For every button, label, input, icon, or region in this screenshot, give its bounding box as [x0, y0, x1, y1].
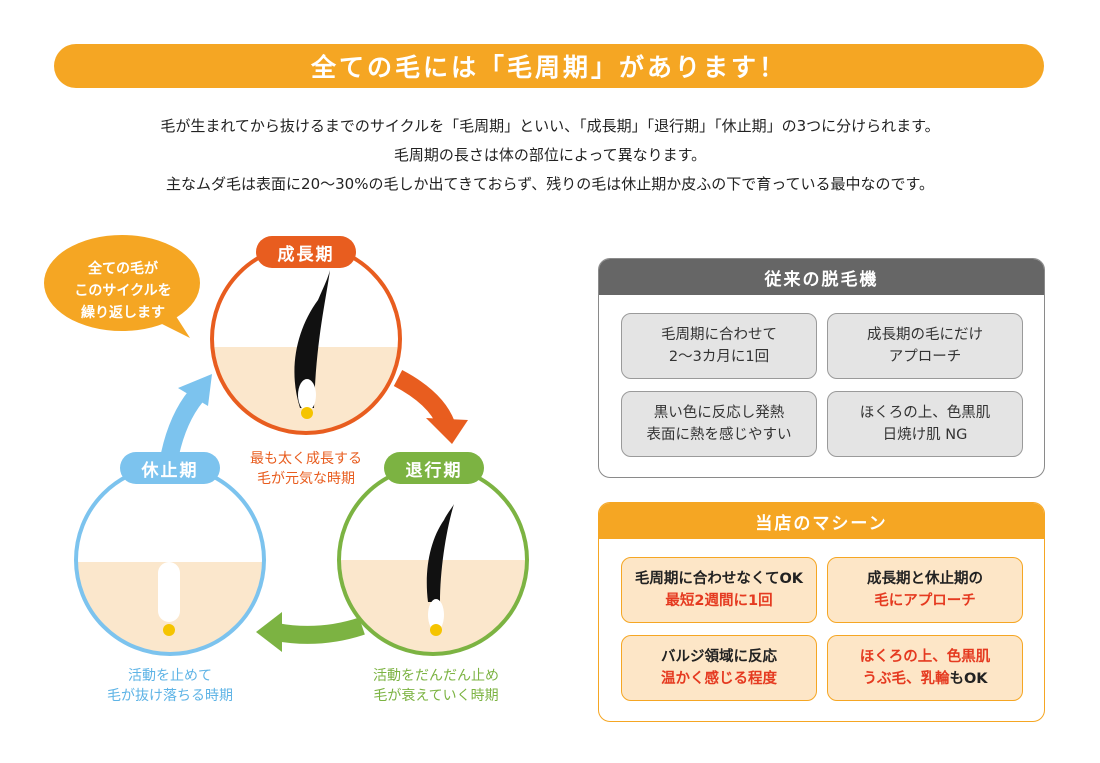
bubble-line: 繰り返します: [81, 305, 165, 321]
conventional-title: 従来の脱毛機: [599, 259, 1044, 295]
conventional-panel: 従来の脱毛機 毛周期に合わせて 2～3カ月に1回 成長期の毛にだけ アプローチ …: [598, 258, 1045, 478]
hair-icon: [426, 504, 454, 602]
bubble-line: 全ての毛が: [88, 261, 158, 277]
growth-caption: 最も太く成長する 毛が元気な時期: [232, 449, 380, 489]
cell-line: 成長期と休止期の: [867, 571, 983, 587]
regression-label: 退行期: [384, 452, 484, 484]
caption-line: 最も太く成長する: [250, 451, 362, 467]
caption-line: 毛が抜け落ちる時期: [107, 688, 233, 704]
our-machine-cell: 成長期と休止期の 毛にアプローチ: [827, 557, 1023, 623]
our-machine-panel: 当店のマシーン 毛周期に合わせなくてOK 最短2週間に1回 成長期と休止期の 毛…: [598, 502, 1045, 722]
cell-line: 毛周期に合わせなくてOK: [634, 571, 804, 587]
cell-line: 最短2週間に1回: [665, 593, 773, 609]
conventional-cell: 毛周期に合わせて 2～3カ月に1回: [621, 313, 817, 379]
bubble-line: このサイクルを: [74, 283, 172, 299]
growth-label: 成長期: [256, 236, 356, 268]
caption-line: 活動を止めて: [128, 668, 212, 684]
hair-root-dot: [163, 624, 175, 636]
hair-root-dot: [301, 407, 313, 419]
intro-line: 主なムダ毛は表面に20～30%の毛しか出てきておらず、残りの毛は休止期か皮ふの下…: [166, 175, 934, 193]
rest-caption: 活動を止めて 毛が抜け落ちる時期: [90, 666, 250, 706]
intro-line: 毛周期の長さは体の部位によって異なります。: [393, 146, 707, 164]
cell-line: バルジ領域に反応: [661, 649, 777, 665]
hair-cycle-diagram: [44, 235, 529, 656]
intro-line: 毛が生まれてから抜けるまでのサイクルを「毛周期」といい、「成長期」「退行期」「休…: [160, 117, 940, 135]
speech-bubble: [44, 235, 200, 338]
bubble-text: 全ての毛が このサイクルを 繰り返します: [60, 258, 186, 324]
cell-line: 温かく感じる程度: [661, 671, 777, 687]
intro-text: 毛が生まれてから抜けるまでのサイクルを「毛周期」といい、「成長期」「退行期」「休…: [0, 112, 1100, 199]
cell-line: 毛にアプローチ: [874, 593, 976, 609]
cell-line: 2～3カ月に1回: [668, 349, 770, 365]
cell-line: 毛周期に合わせて: [661, 327, 777, 343]
cell-line: 成長期の毛にだけ: [867, 327, 983, 343]
arrow-regression-to-rest: [256, 612, 365, 652]
cell-line: 黒い色に反応し発熱: [653, 405, 785, 421]
our-machine-cell: バルジ領域に反応 温かく感じる程度: [621, 635, 817, 701]
hair-root-dot: [430, 624, 442, 636]
our-machine-title: 当店のマシーン: [599, 503, 1044, 539]
caption-line: 毛が衰えていく時期: [373, 688, 499, 704]
caption-line: 毛が元気な時期: [257, 471, 355, 487]
cell-line: ほくろの上、色黒肌: [859, 649, 991, 665]
cell-line: うぶ毛、乳輪もOK: [862, 668, 987, 690]
our-machine-cell: ほくろの上、色黒肌 うぶ毛、乳輪もOK: [827, 635, 1023, 701]
cell-line: アプローチ: [888, 349, 962, 365]
cell-text-red: うぶ毛、乳輪: [862, 671, 950, 687]
cell-line: ほくろの上、色黒肌: [859, 405, 991, 421]
rest-label: 休止期: [120, 452, 220, 484]
our-machine-cell: 毛周期に合わせなくてOK 最短2週間に1回: [621, 557, 817, 623]
rest-phase-circle: [74, 464, 266, 656]
page-title: 全ての毛には「毛周期」があります！: [310, 53, 787, 82]
regression-caption: 活動をだんだん止め 毛が衰えていく時期: [356, 666, 516, 706]
arrow-rest-to-growth: [161, 374, 212, 457]
arrow-growth-to-regression: [393, 370, 468, 444]
cell-line: 表面に熱を感じやすい: [646, 427, 792, 443]
cell-line: 日焼け肌 NG: [882, 427, 968, 443]
conventional-cell: ほくろの上、色黒肌 日焼け肌 NG: [827, 391, 1023, 457]
growth-phase-circle: [210, 243, 402, 435]
caption-line: 活動をだんだん止め: [373, 668, 499, 684]
conventional-cell: 成長期の毛にだけ アプローチ: [827, 313, 1023, 379]
hair-icon: [294, 270, 330, 408]
cell-text: もOK: [949, 671, 988, 687]
title-banner: 全ての毛には「毛周期」があります！: [54, 44, 1044, 88]
conventional-cell: 黒い色に反応し発熱 表面に熱を感じやすい: [621, 391, 817, 457]
